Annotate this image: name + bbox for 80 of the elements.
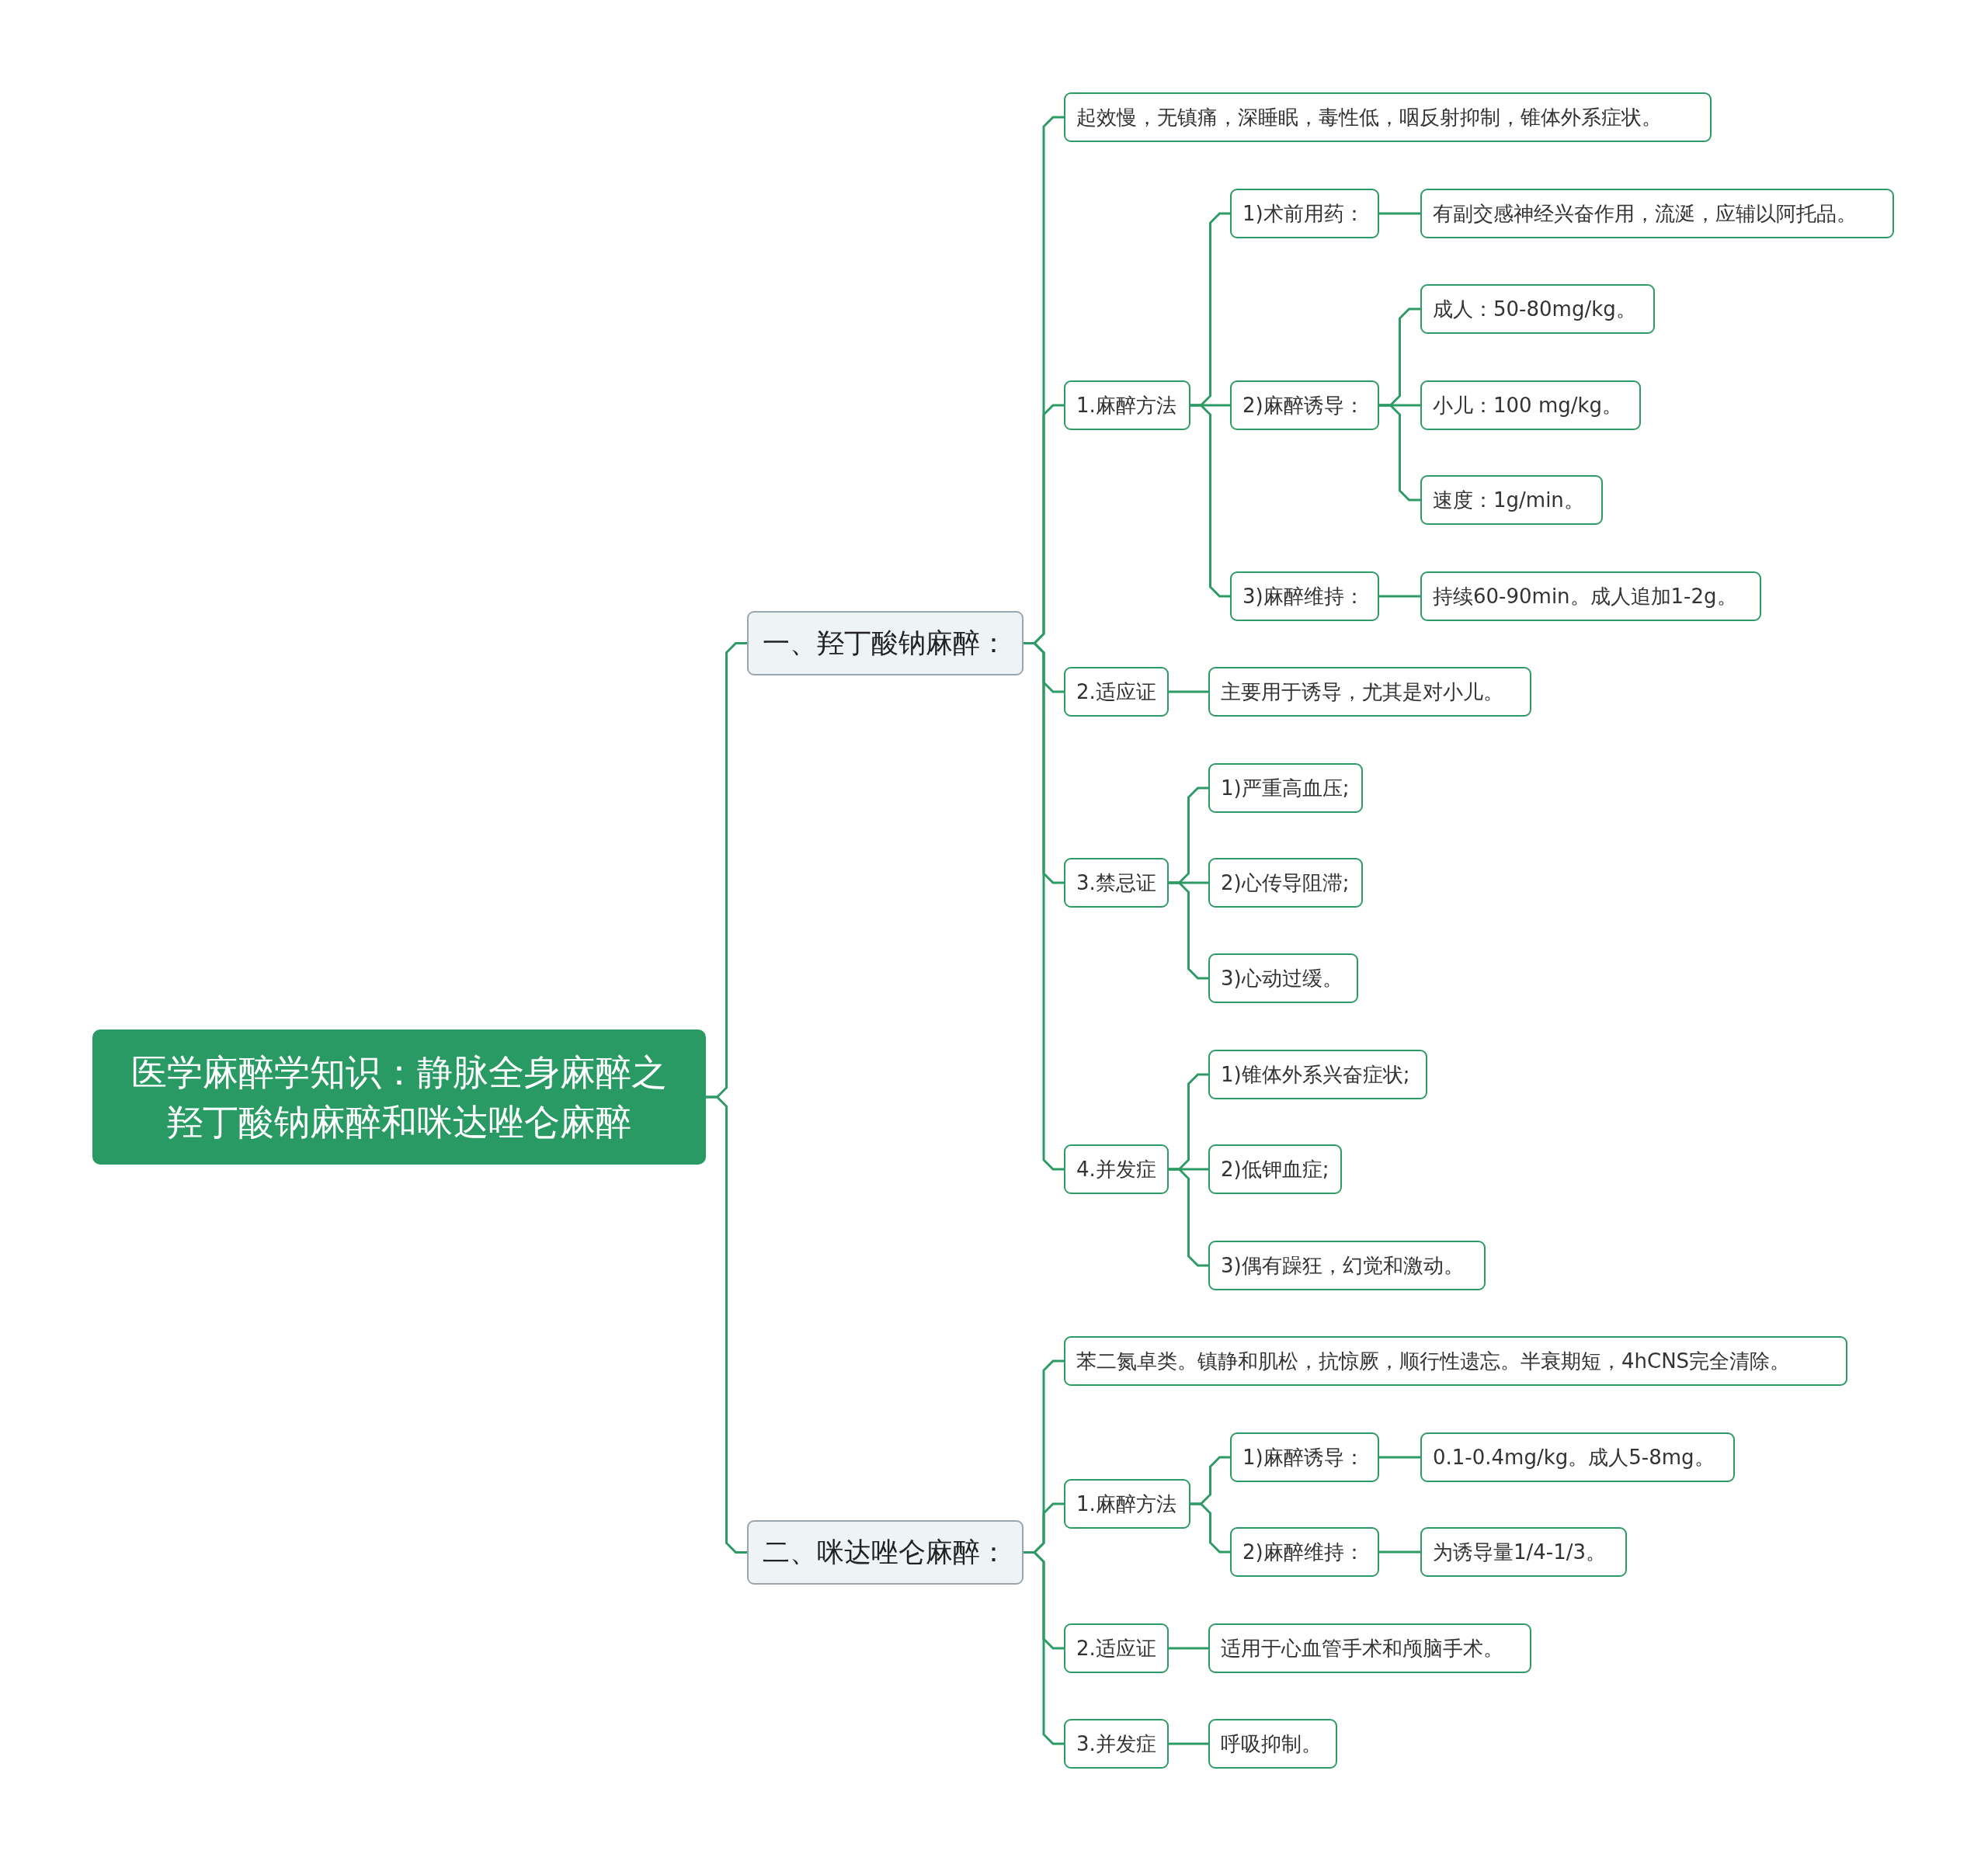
- subtopic-box: [1064, 92, 1712, 142]
- subtopic-box: [1230, 571, 1379, 621]
- topic-text: 2.适应证: [1076, 1635, 1156, 1661]
- topic-text: 2)低钾血症;: [1221, 1156, 1329, 1182]
- topic-text: 1)麻醉诱导：: [1242, 1444, 1364, 1470]
- topic-text: 2)麻醉诱导：: [1242, 392, 1364, 418]
- topic-text: 小儿：100 mg/kg。: [1433, 392, 1623, 418]
- topic-text: 2)麻醉维持：: [1242, 1539, 1364, 1565]
- branch-topic-box: [747, 1520, 1024, 1585]
- subtopic-box: [1064, 1144, 1169, 1194]
- subtopic-box: [1064, 1719, 1169, 1769]
- subtopic-box: [1064, 380, 1190, 430]
- topic-text: 持续60-90min。成人追加1-2g。: [1433, 583, 1737, 609]
- topic-text: 1)术前用药：: [1242, 200, 1364, 227]
- topic-text: 3.并发症: [1076, 1731, 1156, 1757]
- topic-text: 0.1-0.4mg/kg。成人5-8mg。: [1433, 1444, 1715, 1470]
- topic-text: 适用于心血管手术和颅脑手术。: [1221, 1635, 1503, 1661]
- connector-line: [1379, 595, 1420, 598]
- subtopic-box: [1208, 1241, 1486, 1290]
- subtopic-box: [1064, 1336, 1847, 1386]
- central-topic-box: [92, 1029, 706, 1165]
- subtopic-box: [1208, 667, 1531, 717]
- subtopic-box: [1208, 763, 1363, 813]
- subtopic-box: [1208, 1623, 1531, 1673]
- topic-text: 一、羟丁酸钠麻醉：: [763, 627, 1007, 660]
- subtopic-box: [1420, 1527, 1627, 1577]
- connector-line: [1169, 690, 1208, 693]
- subtopic-box: [1208, 1719, 1337, 1769]
- subtopic-box: [1420, 571, 1761, 621]
- topic-text: 苯二氮卓类。镇静和肌松，抗惊厥，顺行性遗忘。半衰期短，4hCNS完全清除。: [1076, 1348, 1791, 1374]
- topic-text: 3)偶有躁狂，幻觉和激动。: [1221, 1252, 1464, 1279]
- subtopic-box: [1064, 1623, 1169, 1673]
- subtopic-box: [1420, 380, 1641, 430]
- branch-topic-box: [747, 611, 1024, 675]
- topic-text: 为诱导量1/4-1/3。: [1433, 1539, 1607, 1565]
- topic-text: 有副交感神经兴奋作用，流涎，应辅以阿托品。: [1433, 200, 1857, 227]
- connector-line: [1379, 1550, 1420, 1554]
- connector-line: [1169, 1168, 1208, 1267]
- connector-line: [1169, 881, 1208, 980]
- subtopic-box: [1230, 189, 1379, 238]
- topic-text: 1)严重高血压;: [1221, 775, 1350, 801]
- topic-text: 2.适应证: [1076, 679, 1156, 705]
- connector-line: [706, 1095, 747, 1554]
- connector-line: [1190, 1502, 1230, 1554]
- connector-line: [1024, 1551, 1064, 1745]
- subtopic-box: [1420, 475, 1603, 525]
- connector-line: [1190, 404, 1230, 598]
- topic-text: 速度：1g/min。: [1433, 487, 1584, 513]
- connector-line: [1379, 404, 1420, 502]
- connector-line: [1379, 1456, 1420, 1459]
- subtopic-box: [1064, 1479, 1190, 1529]
- subtopic-box: [1420, 1432, 1735, 1482]
- subtopic-box: [1064, 667, 1169, 717]
- subtopic-box: [1420, 189, 1894, 238]
- connector-line: [1169, 1647, 1208, 1650]
- topic-text: 成人：50-80mg/kg。: [1433, 296, 1636, 322]
- subtopic-box: [1230, 1527, 1379, 1577]
- connector-line: [1169, 1742, 1208, 1745]
- subtopic-box: [1208, 858, 1363, 908]
- subtopic-box: [1230, 380, 1379, 430]
- topic-text: 1)锥体外系兴奋症状;: [1221, 1061, 1410, 1088]
- topic-text: 1.麻醉方法: [1076, 1491, 1176, 1517]
- subtopic-box: [1208, 1050, 1427, 1099]
- topic-text: 起效慢，无镇痛，深睡眠，毒性低，咽反射抑制，锥体外系症状。: [1076, 104, 1662, 130]
- connector-line: [1379, 212, 1420, 215]
- topic-text: 3.禁忌证: [1076, 870, 1156, 896]
- topic-text: 医学麻醉学知识：静脉全身麻醉之羟丁酸钠麻醉和咪达唑仑麻醉: [130, 1050, 668, 1144]
- subtopic-box: [1064, 858, 1169, 908]
- topic-text: 2)心传导阻滞;: [1221, 870, 1350, 896]
- topic-text: 4.并发症: [1076, 1156, 1156, 1182]
- topic-text: 主要用于诱导，尤其是对小儿。: [1221, 679, 1503, 705]
- subtopic-box: [1208, 953, 1358, 1003]
- subtopic-box: [1208, 1144, 1342, 1194]
- topic-text: 1.麻醉方法: [1076, 392, 1176, 418]
- subtopic-box: [1230, 1432, 1379, 1482]
- topic-text: 3)心动过缓。: [1221, 965, 1343, 991]
- topic-text: 二、咪达唑仑麻醉：: [763, 1536, 1007, 1569]
- subtopic-box: [1420, 284, 1655, 334]
- topic-text: 3)麻醉维持：: [1242, 583, 1364, 609]
- topic-text: 呼吸抑制。: [1221, 1731, 1322, 1757]
